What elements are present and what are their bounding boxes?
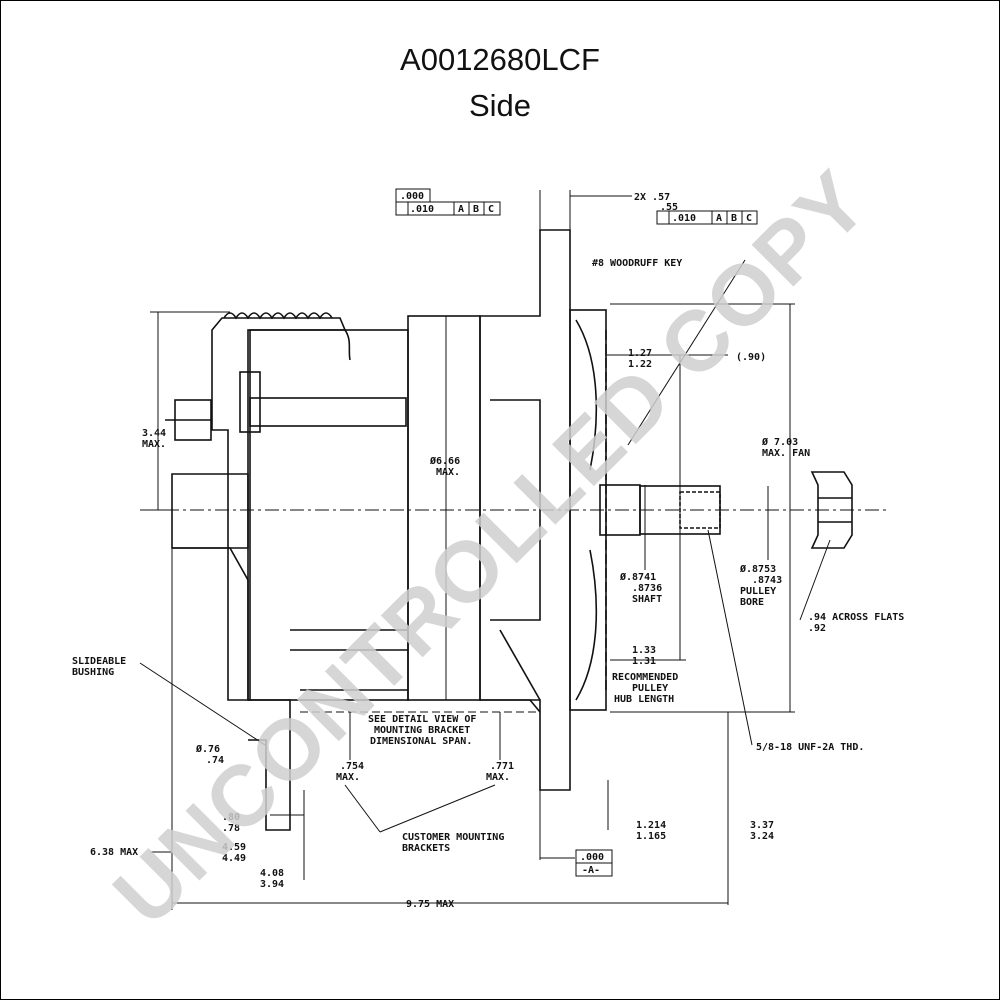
datum-1: .000	[580, 852, 604, 863]
detail-note-1: SEE DETAIL VIEW OF	[368, 714, 476, 725]
tol-top-a: .000	[400, 191, 424, 202]
customer-brackets-1: CUSTOMER MOUNTING	[402, 832, 504, 843]
brush-holder	[249, 397, 407, 427]
tol-ref-1: A	[458, 204, 464, 215]
front-2: 3.24	[750, 831, 774, 842]
tol-ref-2: B	[473, 204, 479, 215]
bore-dia-3: PULLEY	[740, 586, 776, 597]
hub-len-5: HUB LENGTH	[614, 694, 674, 705]
customer-brackets-2: BRACKETS	[402, 843, 450, 854]
tol-top-b: .010	[410, 204, 434, 215]
bushing-label-1: SLIDEABLE	[72, 656, 126, 667]
bracket-a-2: MAX.	[336, 772, 360, 783]
hub-len-2: 1.31	[632, 656, 656, 667]
height-max-2: MAX.	[142, 439, 166, 450]
woodruff-ref-1: A	[716, 213, 722, 224]
bush-dia-1: Ø.76	[195, 743, 220, 755]
hub-len-3: RECOMMENDED	[612, 672, 678, 683]
flange-2: 1.165	[636, 831, 666, 842]
hub-offset-2: 1.22	[628, 359, 652, 370]
fan-dia-1: Ø 7.03	[761, 436, 798, 448]
bushing-label-2: BUSHING	[72, 667, 114, 678]
fan-dia-2: MAX. FAN	[762, 448, 810, 459]
woodruff-width: 2X .57	[634, 192, 670, 203]
fan	[569, 309, 607, 711]
tol-ref-3: C	[488, 204, 494, 215]
nut-flats-2: .92	[808, 623, 826, 634]
pulley-ref: (.90)	[736, 352, 766, 363]
overall-a: 6.38 MAX	[90, 847, 138, 858]
span-1: 4.08	[260, 868, 284, 879]
datum-2: -A-	[582, 865, 600, 876]
hub-len-1: 1.33	[632, 645, 656, 656]
woodruff-tol: .010	[672, 213, 696, 224]
hub-offset-1: 1.27	[628, 348, 652, 359]
woodruff-key-label: #8 WOODRUFF KEY	[592, 258, 682, 269]
span-2: 3.94	[260, 879, 284, 890]
rear-housing	[211, 317, 347, 701]
woodruff-ref-2: B	[731, 213, 737, 224]
bore-dia-4: BORE	[740, 597, 764, 608]
bore-dia-2: .8743	[752, 575, 782, 586]
hub-len-4: PULLEY	[632, 683, 668, 694]
small-dim-1: .80	[222, 812, 240, 823]
nut-flats-1: .94 ACROSS FLATS	[808, 612, 904, 623]
small-dim-4: 4.49	[222, 853, 246, 864]
woodruff-ref-3: C	[746, 213, 752, 224]
fins-detail	[223, 312, 333, 320]
body-dia-1: Ø6.66	[429, 455, 460, 467]
thread-label: 5/8-18 UNF-2A THD.	[756, 742, 864, 753]
small-dim-2: .78	[222, 823, 240, 834]
shaft-dia-1: Ø.8741	[619, 571, 656, 583]
bracket-b-1: .771	[490, 761, 514, 772]
height-max-1: 3.44	[142, 428, 166, 439]
rear-mount-boss	[171, 473, 249, 549]
small-dim-3: 4.59	[222, 842, 246, 853]
overall-b: 9.75 MAX	[406, 899, 454, 910]
flange-1: 1.214	[636, 820, 666, 831]
detail-note-2: MOUNTING BRACKET	[374, 725, 470, 736]
view-subtitle: Side	[468, 88, 532, 123]
bush-dia-2: .74	[206, 755, 224, 766]
front-1: 3.37	[750, 820, 774, 831]
bracket-b-2: MAX.	[486, 772, 510, 783]
part-number-title: A0012680LCF	[400, 42, 600, 77]
shaft-nut	[810, 471, 853, 549]
bracket-a-1: .754	[340, 761, 364, 772]
detail-note-3: DIMENSIONAL SPAN.	[370, 736, 472, 747]
bore-dia-1: Ø.8753	[739, 563, 776, 575]
woodruff-width-2: .55	[660, 202, 678, 213]
shaft-dia-2: .8736	[632, 583, 662, 594]
body-dia-2: MAX.	[436, 467, 460, 478]
shaft-dia-3: SHAFT	[632, 594, 662, 605]
